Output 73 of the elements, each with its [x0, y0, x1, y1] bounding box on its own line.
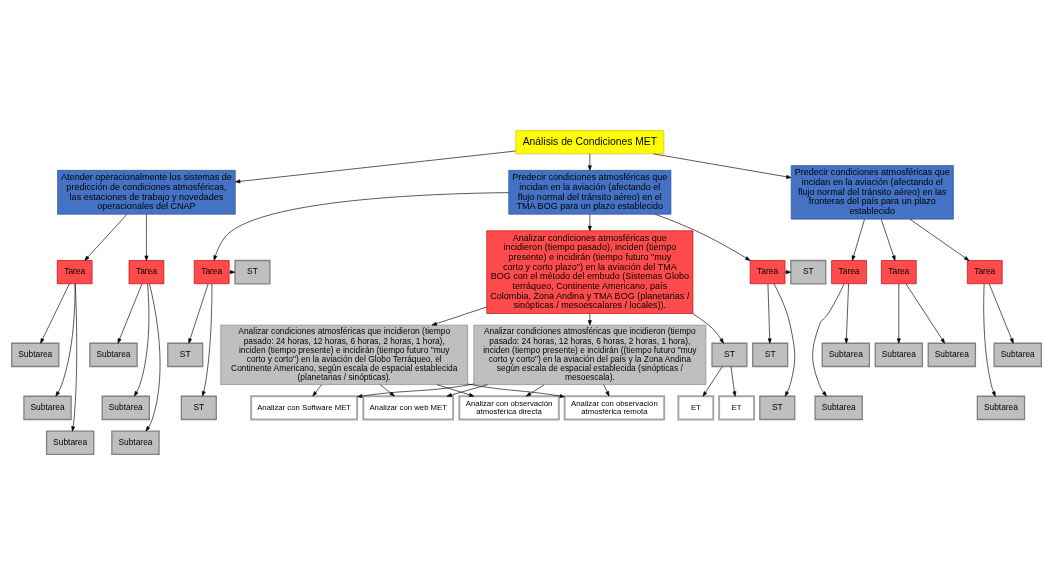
arrow: [730, 365, 737, 397]
arrow: [188, 283, 209, 344]
arrow: [767, 283, 772, 344]
node-box: ST: [711, 342, 748, 367]
arrow: [431, 306, 488, 325]
node-box: ST: [759, 395, 796, 420]
arrow: [144, 213, 149, 261]
node-box: Tarea: [881, 259, 917, 284]
arrow: [653, 153, 792, 179]
arrow: [201, 283, 213, 396]
node-box: Subtarea: [976, 395, 1026, 420]
arrow: [905, 283, 945, 344]
arrow: [655, 213, 751, 261]
node-box: Analizar condiciones atmosféricas que incidieron (tiempo pasado: 24 horas, 12 horas, 6 horas, 2 horas, 1 hora), inciden (tiempo presente) e incidirán ((tiempo futuro "muy corto y corto") en la aviación del país y la Zona Andina según escala de espacial establecida (sinópticas / mesoescala).: [473, 324, 707, 385]
arrow: [446, 383, 488, 397]
arrow: [773, 282, 796, 397]
arrow: [896, 283, 901, 344]
node-box: Subtarea: [821, 342, 871, 367]
arrow: [312, 383, 322, 396]
node-box: Subtarea: [23, 395, 72, 420]
node-box: Subtarea: [45, 430, 95, 455]
node-box: Tarea: [967, 259, 1003, 284]
node-box: Subtarea: [11, 342, 60, 367]
arrow: [988, 283, 1014, 344]
node-box: Subtarea: [927, 342, 977, 367]
node-box: Analizar condiciones atmosféricas que incidieron (tiempo pasado: 24 horas, 12 horas, 6 horas, 2 horas, 1 hora), inciden (tiempo presente) e incidirán (tiempo futuro "muy corto y corto") en la aviación del Globo Terráqueo, el Continente Americano, según escala de espacial establecida (planetarias / sinópticas).: [220, 324, 468, 385]
arrow: [844, 283, 849, 344]
arrow: [380, 383, 395, 396]
arrow: [587, 312, 592, 325]
arrow: [526, 383, 545, 396]
arrow: [145, 283, 161, 431]
arrow: [117, 283, 143, 344]
arrow: [235, 150, 516, 183]
arrow: [812, 283, 845, 396]
arrow: [702, 365, 723, 397]
node-box: Atender operacionalmente los sistemas de predicción de condiciones atmosféricas, las estaciones de trabajo y novedades operacionales del CNAP: [57, 169, 236, 215]
arrow: [84, 213, 128, 261]
arrow: [909, 218, 970, 261]
node-box: Tarea: [831, 259, 867, 284]
node-box: Tarea: [56, 259, 93, 284]
node-box: Análisis de Condiciones MET: [515, 129, 665, 154]
node-box: Predecir condiciones atmosféricas que incidan en la aviación (afectando el flujo normal del tránsito aéreo) en las fronteras del país para un plazo establecido: [790, 164, 954, 219]
arrow: [692, 312, 724, 343]
arrow: [436, 383, 475, 397]
arrow: [603, 383, 610, 396]
node-box: Subtarea: [111, 430, 160, 455]
arrow: [784, 269, 792, 274]
node-box: Analizar condiciones atmosféricas que incidieron (tiempo pasado), inciden (tiempo presente) e incidirán (tiempo futuro "muy corto y corto plazo") en la aviación del TMA BOG con el método del embudo (Sistemas Globo terráqueo, Continente Americano, país Colombia, Zona Andina y TMA BOG (planetarias / sinópticas / mesoescalares / locales)).: [486, 229, 694, 314]
arrow: [357, 383, 475, 398]
node-box: ST: [234, 259, 271, 284]
node-box: Subtarea: [874, 342, 924, 367]
arrow: [587, 213, 592, 231]
arrow: [71, 283, 78, 431]
node-box: Subtarea: [89, 342, 138, 367]
node-box: Subtarea: [101, 395, 150, 420]
node-box: Tarea: [128, 259, 165, 284]
node-box: ST: [167, 342, 204, 367]
arrow: [851, 218, 865, 261]
node-box: ST: [752, 342, 789, 367]
arrow: [983, 283, 996, 397]
node-box: Subtarea: [814, 395, 863, 420]
arrow: [213, 191, 509, 261]
arrow: [134, 283, 150, 396]
arrow: [587, 153, 592, 171]
node-box: ST: [790, 259, 827, 284]
arrow: [40, 283, 70, 344]
node-box: Predecir condiciones atmosféricas que incidan en la aviación (afectando el flujo normal del tránsito aéreo) en el TMA BOG para un plazo establecido: [508, 169, 672, 215]
node-box: ST: [180, 395, 217, 420]
arrow: [467, 383, 565, 398]
arrow: [880, 218, 896, 261]
node-box: Subtarea: [993, 342, 1042, 367]
arrow: [55, 282, 76, 397]
arrow: [228, 269, 236, 274]
